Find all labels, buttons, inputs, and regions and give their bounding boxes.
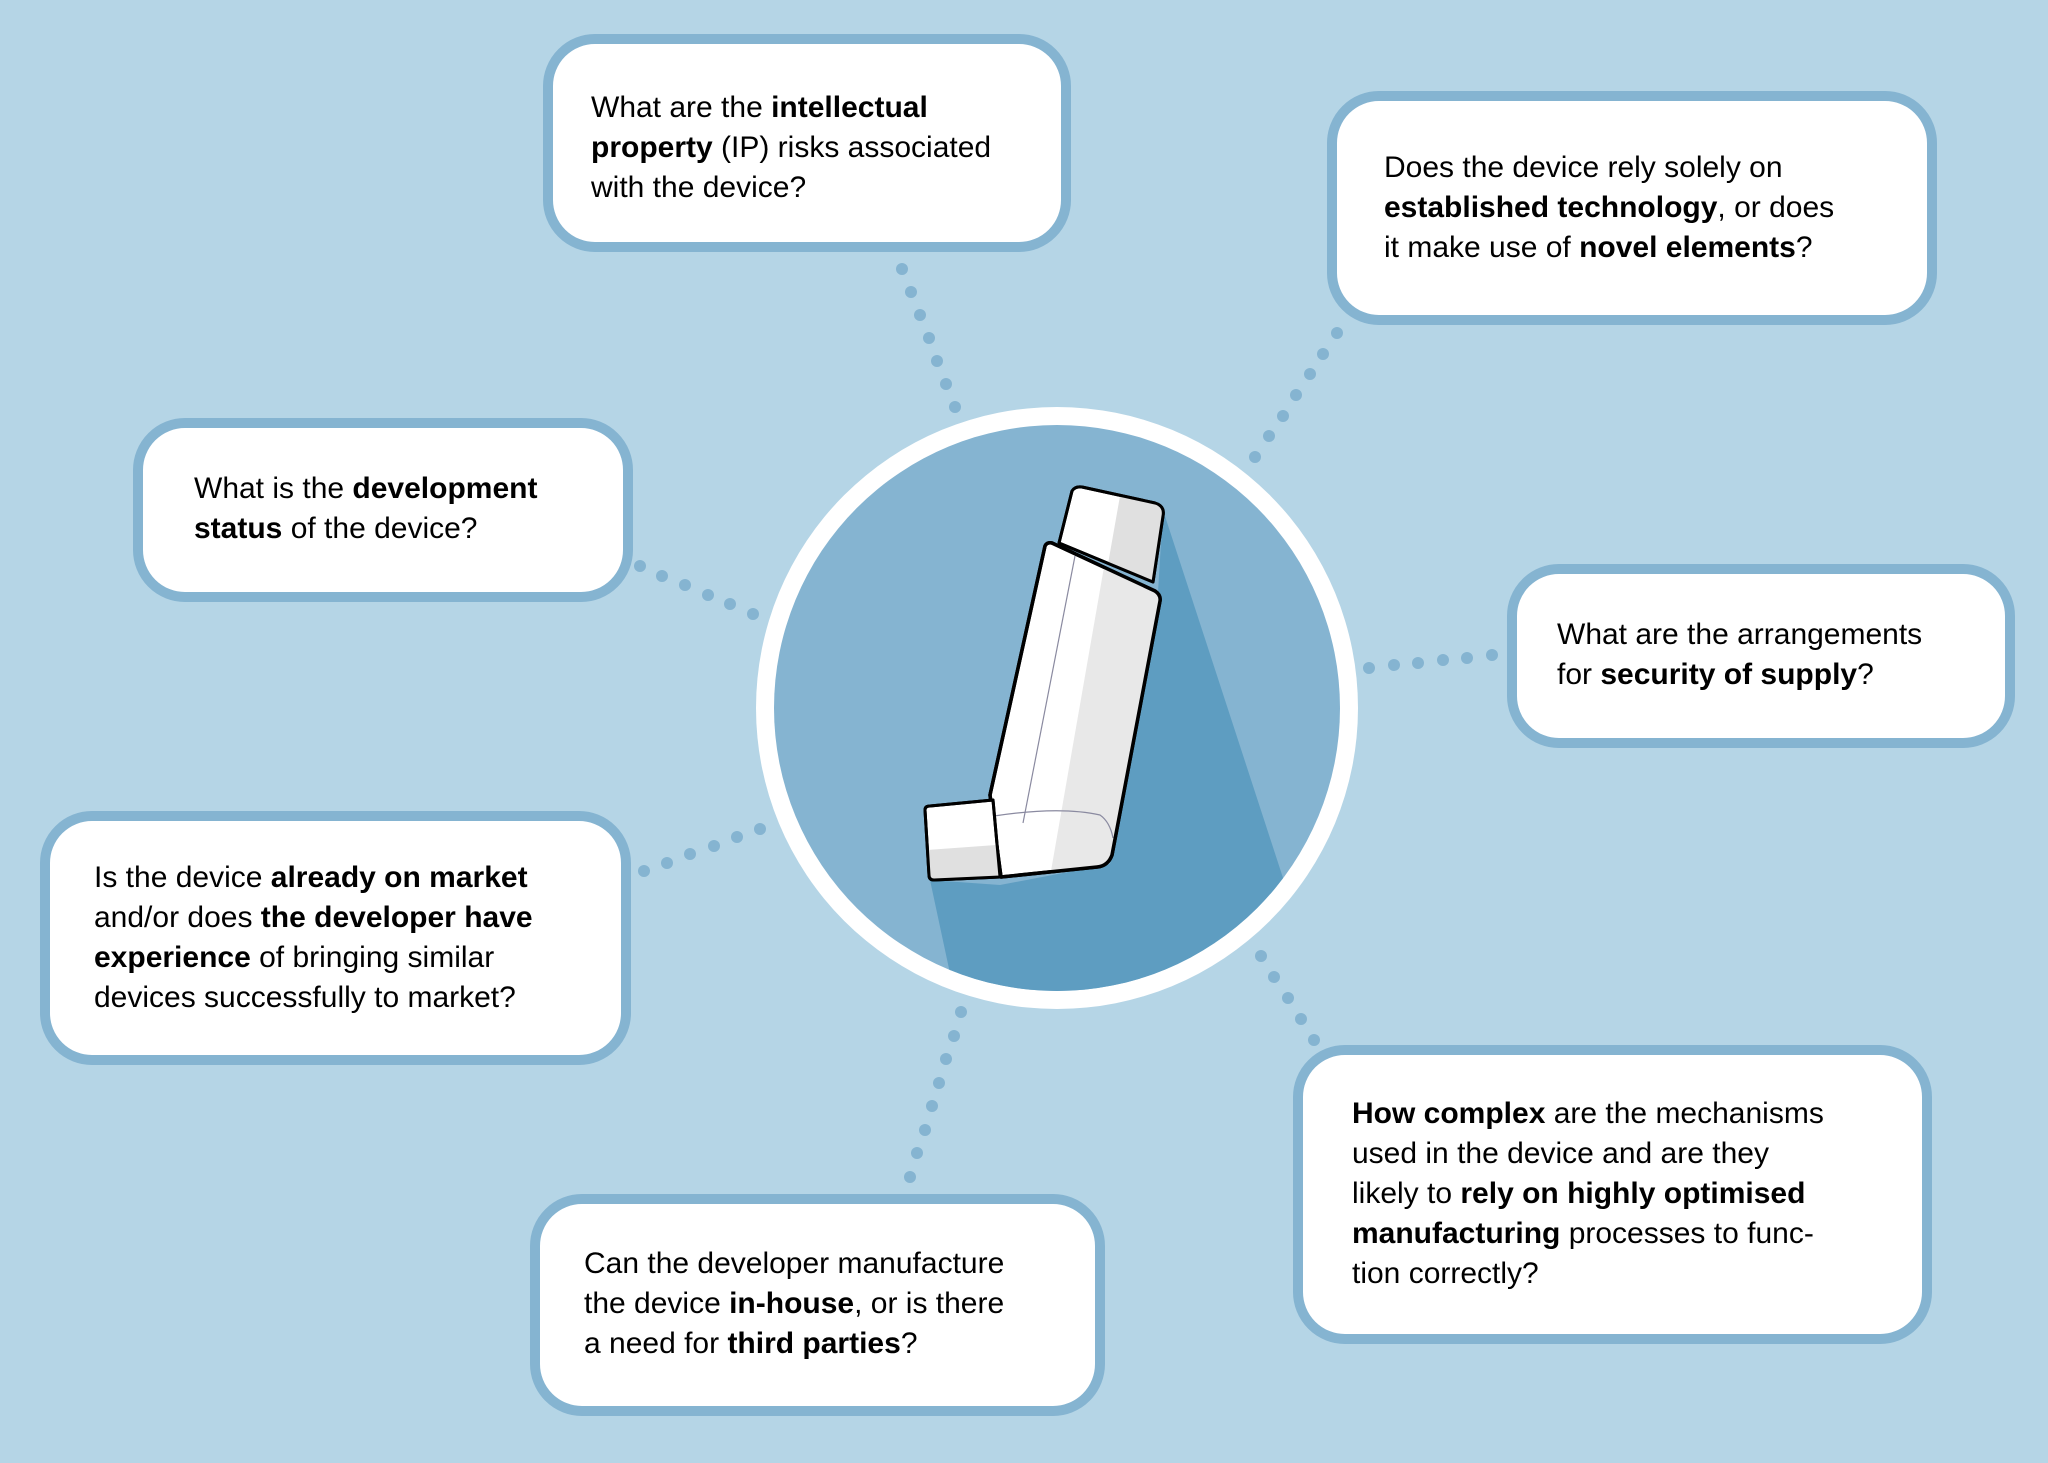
connector-development-status — [634, 560, 759, 620]
body-text: with the device? — [591, 171, 807, 204]
body-text: Is the device — [94, 861, 271, 894]
body-text: a need for — [584, 1327, 728, 1360]
question-box-technology — [1327, 91, 1937, 325]
emphasis-text: experience — [94, 941, 251, 974]
body-text: Does the device rely solely on — [1384, 151, 1783, 184]
body-text: of bringing similar — [250, 941, 495, 974]
connector-market-experience — [638, 823, 766, 877]
body-text: Can the developer manufacture — [584, 1247, 1005, 1280]
body-text: What are the — [591, 91, 772, 124]
emphasis-text: manufacturing — [1352, 1217, 1561, 1250]
body-text: of the device? — [282, 512, 478, 545]
question-box-intellectual-property — [543, 34, 1071, 252]
emphasis-text: status — [194, 512, 283, 545]
connector-intellectual-property — [896, 263, 961, 413]
body-text: the device — [584, 1287, 730, 1320]
emphasis-text: development — [352, 472, 538, 505]
body-text: (IP) risks associated — [712, 131, 992, 164]
emphasis-text: How complex — [1352, 1097, 1546, 1130]
body-text: , or does — [1717, 191, 1835, 224]
question-box-complexity — [1293, 1045, 1932, 1344]
question-text-security-of-supply: What are the arrangements for security of… — [1557, 615, 1922, 695]
question-box-market-experience — [40, 811, 631, 1065]
body-text: ? — [1795, 231, 1813, 264]
body-text: , or is there — [854, 1287, 1005, 1320]
body-text: for — [1557, 658, 1601, 691]
connector-security-of-supply — [1363, 649, 1498, 674]
body-text: likely to — [1352, 1177, 1461, 1210]
emphasis-text: third parties — [727, 1327, 901, 1360]
question-box-in-house-manufacture — [530, 1194, 1105, 1416]
question-text-development-status: What is the development status of the dev… — [194, 469, 537, 549]
question-text-intellectual-property: What are the intellectual property (IP) r… — [591, 88, 991, 208]
emphasis-text: rely on highly optimised — [1460, 1177, 1806, 1210]
connector-technology — [1249, 327, 1343, 463]
body-text: it make use of — [1384, 231, 1580, 264]
emphasis-text: property — [591, 131, 713, 164]
connector-in-house-manufacture — [904, 1006, 967, 1183]
body-text: and/or does — [94, 901, 261, 934]
connector-complexity — [1255, 950, 1320, 1046]
emphasis-text: the developer have — [260, 901, 533, 934]
connector-dots — [634, 263, 1498, 1183]
body-text: devices successfully to market? — [94, 981, 516, 1014]
body-text: What is the — [194, 472, 353, 505]
body-text: processes to func- — [1560, 1217, 1814, 1250]
emphasis-text: security of supply — [1600, 658, 1858, 691]
question-text-market-experience: Is the device already on market and/or do… — [94, 858, 533, 1018]
body-text: tion correctly? — [1352, 1257, 1539, 1290]
question-text-complexity: How complex are the mechanisms used in th… — [1352, 1094, 1824, 1294]
body-text: ? — [900, 1327, 918, 1360]
emphasis-text: in-house — [729, 1287, 855, 1320]
body-text: are the mechanisms — [1545, 1097, 1824, 1130]
inhaler-shadow — [930, 510, 1300, 991]
emphasis-text: established technology — [1384, 191, 1718, 224]
body-text: What are the arrangements — [1557, 618, 1923, 651]
question-text-technology: Does the device rely solely on establishe… — [1384, 148, 1834, 268]
emphasis-text: novel elements — [1579, 231, 1796, 264]
inhaler-icon — [923, 485, 1165, 882]
question-box-development-status — [133, 418, 633, 602]
question-box-security-of-supply — [1507, 564, 2015, 748]
emphasis-text: already on market — [270, 861, 528, 894]
emphasis-text: intellectual — [771, 91, 928, 124]
body-text: ? — [1857, 658, 1874, 691]
body-text: used in the device and are they — [1352, 1137, 1769, 1170]
